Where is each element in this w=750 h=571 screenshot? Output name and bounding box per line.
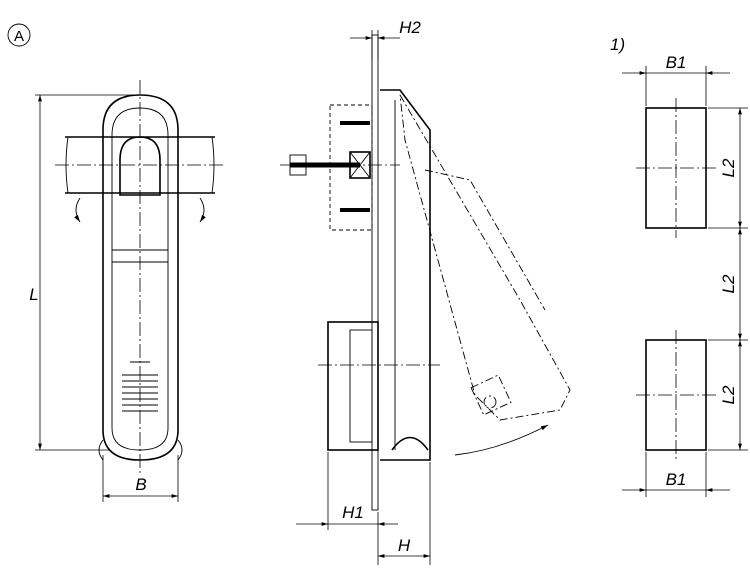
dimension-L2: L2 L2 L2: [708, 107, 748, 451]
dimension-H1: H1: [296, 452, 398, 565]
svg-text:B1: B1: [666, 470, 687, 489]
dimension-B1-bottom: B1: [622, 452, 730, 497]
footnote-marker: 1): [610, 35, 625, 54]
svg-text:H: H: [398, 536, 411, 555]
dimension-B: B: [102, 455, 179, 502]
open-lever-ghost: [399, 94, 571, 421]
front-view-handle: [55, 80, 225, 475]
dimension-H: H: [378, 462, 431, 565]
svg-text:L2: L2: [719, 158, 738, 177]
dimension-H2: H2: [350, 18, 421, 60]
svg-text:H2: H2: [399, 18, 421, 37]
svg-text:L: L: [29, 285, 38, 304]
dimension-B1-top: B1: [622, 53, 730, 106]
dimension-L: L: [29, 94, 140, 451]
svg-text:L2: L2: [719, 385, 738, 404]
svg-text:H1: H1: [342, 503, 364, 522]
svg-text:L2: L2: [719, 274, 738, 293]
view-marker: A: [7, 23, 31, 47]
cutout-view: [636, 98, 716, 460]
svg-text:B: B: [135, 475, 146, 494]
side-view-handle: [280, 34, 571, 511]
svg-text:A: A: [14, 28, 24, 45]
svg-text:B1: B1: [666, 53, 687, 72]
